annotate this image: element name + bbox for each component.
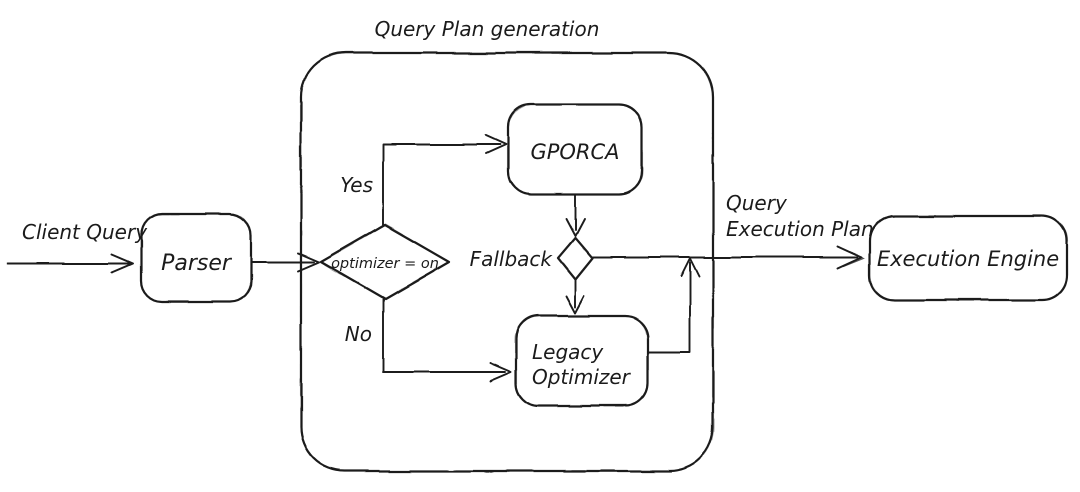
gporca-label: GPORCA <box>530 140 619 164</box>
arrowhead-into-legacy-top-icon <box>565 295 585 314</box>
execution-engine-label: Execution Engine <box>877 247 1059 271</box>
decision-double-stroke <box>319 224 451 300</box>
client-query-label: Client Query <box>22 220 148 244</box>
query-execution-plan-label-line1: Query <box>726 191 788 215</box>
edge-yes-to-gporca <box>382 143 501 226</box>
arrowhead-into-execution-engine-double-icon <box>843 248 866 267</box>
parser-double-stroke <box>140 213 252 303</box>
legacy-optimizer-label-line1: Legacy <box>532 340 604 364</box>
arrowhead-up-from-legacy-icon <box>680 257 700 277</box>
execution-engine-double-stroke <box>869 215 1068 301</box>
fallback-label: Fallback <box>470 247 554 271</box>
optimizer-decision-label: optimizer = on <box>331 256 439 272</box>
no-branch-label: No <box>345 322 372 346</box>
arrowhead-into-gporca-icon <box>485 134 507 154</box>
fallback-diamond <box>556 236 594 281</box>
container-double-stroke <box>300 52 714 472</box>
edge-legacy-to-output <box>647 261 691 353</box>
arrowhead-into-parser-icon <box>111 253 134 273</box>
arrowhead-into-decision-icon <box>297 252 320 272</box>
legacy-double-stroke <box>515 315 649 407</box>
gporca-double-stroke <box>507 103 643 195</box>
arrowhead-into-legacy-left-icon <box>489 362 512 382</box>
parser-label: Parser <box>161 251 233 276</box>
edge-no-to-legacy <box>382 298 506 373</box>
yes-branch-label: Yes <box>340 173 373 197</box>
query-execution-plan-label-line2: Execution Plan <box>726 217 874 241</box>
diagram-title: Query Plan generation <box>375 17 600 41</box>
arrowhead-into-fallback-icon <box>565 218 585 237</box>
legacy-optimizer-label-line2: Optimizer <box>532 365 632 389</box>
